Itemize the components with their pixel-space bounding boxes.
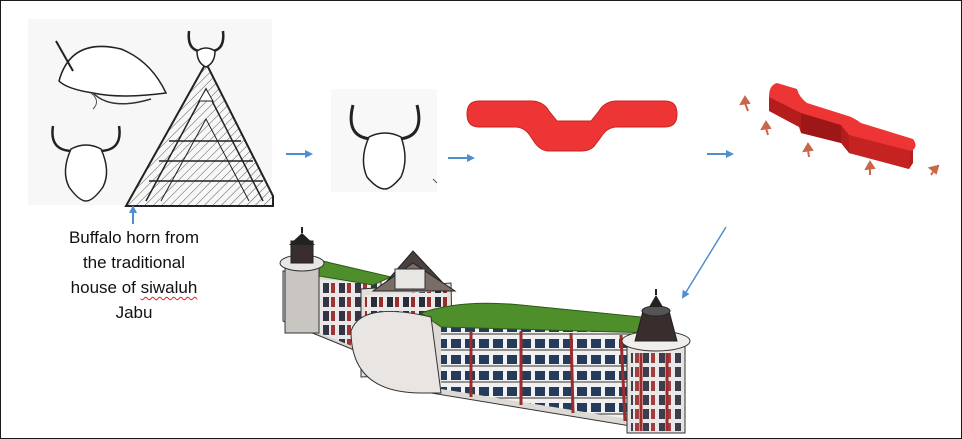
buffalo-horn-caption: Buffalo horn from the traditional house … [41, 225, 227, 325]
traditional-house-sketch [28, 19, 273, 206]
red-horn-extruded-shape [741, 83, 938, 175]
caption-line-4: Jabu [41, 300, 227, 325]
flow-arrow-4 [683, 227, 726, 297]
isolated-horn-sketch [331, 89, 437, 192]
building-render [280, 227, 690, 433]
red-horn-profile-shape [467, 101, 677, 151]
caption-line-1: Buffalo horn from [41, 225, 227, 250]
caption-line-3-prefix: house of [71, 278, 141, 297]
caption-line-3-word: siwaluh [141, 278, 198, 297]
caption-line-3: house of siwaluh [41, 275, 227, 300]
caption-line-2: the traditional [41, 250, 227, 275]
